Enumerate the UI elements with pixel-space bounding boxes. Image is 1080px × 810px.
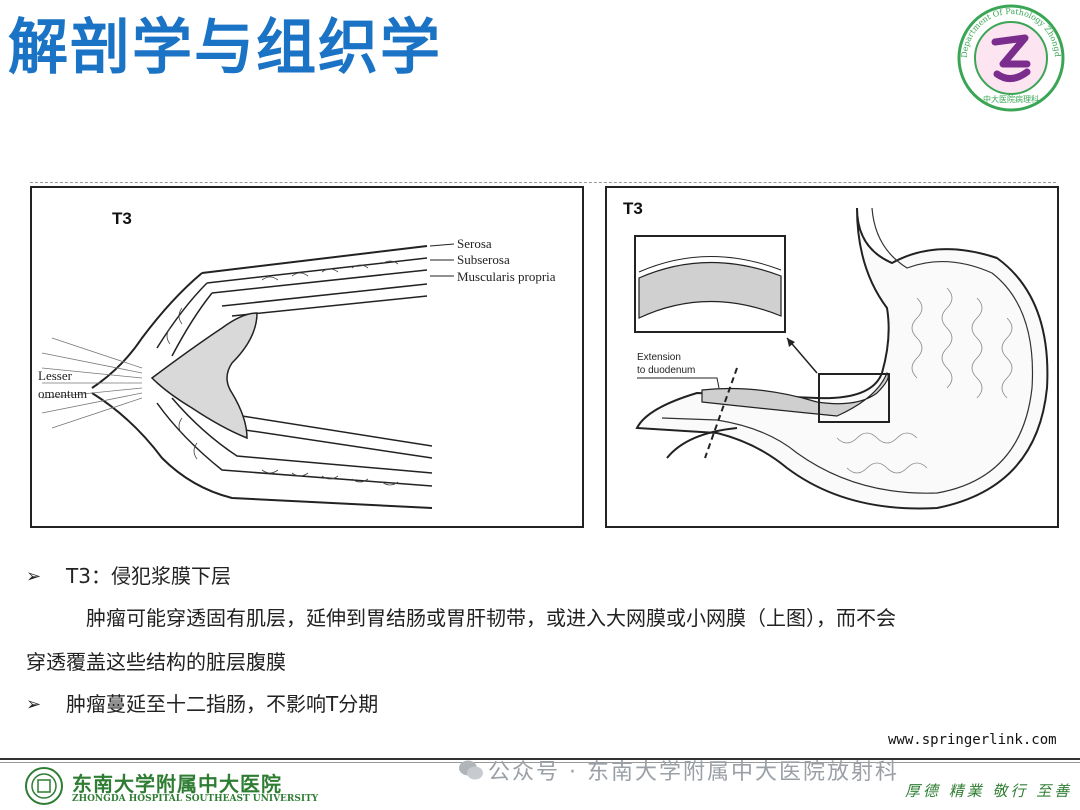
figure-right-panel: T3 Extension to duodenum [605, 186, 1059, 528]
side-label: Lesser [38, 368, 73, 383]
annotation-text: Extension [637, 352, 681, 363]
hospital-logo-icon [24, 766, 64, 806]
paragraph-line-2: 穿透覆盖这些结构的脏层腹膜 [26, 648, 286, 676]
figure-divider [30, 182, 1056, 183]
figure-right-label: T3 [623, 199, 643, 218]
hospital-name-cn: 东南大学附属中大医院 [72, 768, 282, 797]
watermark-text: 公众号 · 东南大学附属中大医院放射科 [488, 754, 899, 786]
bullet-arrow-icon: ➢ [26, 566, 41, 587]
hospital-name-en: ZHONGDA HOSPITAL SOUTHEAST UNIVERSITY [72, 794, 318, 804]
layer-label: Serosa [457, 236, 492, 251]
paragraph-line-1: 肿瘤可能穿透固有肌层，延伸到胃结肠或胃肝韧带，或进入大网膜或小网膜（上图），而不… [86, 604, 896, 632]
hospital-motto: 厚德 精業 敬行 至善 [905, 780, 1072, 801]
slide-title: 解剖学与组织学 [8, 8, 442, 88]
bullet-text-1: T3：侵犯浆膜下层 [66, 562, 231, 590]
bullet-arrow-icon: ➢ [26, 694, 41, 715]
wechat-icon [458, 758, 484, 782]
layer-label: Subserosa [457, 252, 510, 267]
side-label: omentum [38, 386, 87, 401]
annotation-text: to duodenum [637, 365, 695, 376]
pathology-department-logo: Department Of Pathology Zhongda Hospital… [955, 2, 1067, 114]
layer-label: Muscularis propria [457, 269, 556, 284]
t3-stomach-diagram: T3 Extension to duodenum [607, 188, 1057, 526]
t3-wall-layers-diagram: T3 Serosa Subs [32, 188, 582, 526]
source-citation: www.springerlink.com [888, 732, 1057, 748]
figure-left-panel: T3 Serosa Subs [30, 186, 584, 528]
figure-left-label: T3 [112, 209, 132, 228]
logo-bottom-text: 中大医院病理科 [983, 94, 1039, 104]
bullet-text-2: 肿瘤蔓延至十二指肠，不影响T分期 [66, 690, 378, 718]
